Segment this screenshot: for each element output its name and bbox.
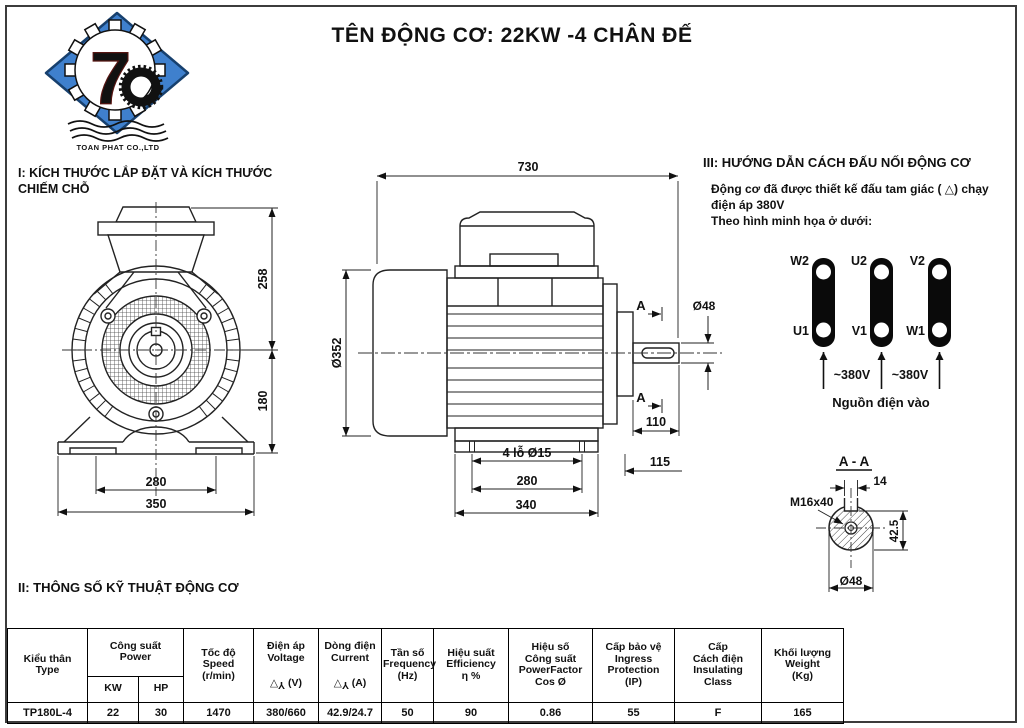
side-view-dimensions: [342, 172, 714, 517]
cut-label-a-top: A: [636, 298, 646, 313]
section3-heading: III: HƯỚNG DẪN CÁCH ĐẤU NỐI ĐỘNG CƠ: [703, 155, 971, 170]
col-header-ip: Cấp bảo vệ Ingress Protection (IP): [592, 628, 675, 703]
dim-258: 258: [256, 269, 270, 290]
cell-efficiency: 90: [433, 701, 509, 724]
wye-symbol: Y: [341, 678, 349, 691]
col-subheader-kw: KW: [87, 675, 139, 703]
dim-115: 115: [650, 455, 670, 469]
section1-heading: I: KÍCH THƯỚC LẮP ĐẶT VÀ KÍCH THƯỚC CHIẾ…: [18, 166, 273, 197]
cell-ip: 55: [592, 701, 675, 724]
current-header-lines: Dòng điện Current: [324, 639, 376, 664]
cell-frequency: 50: [381, 701, 434, 724]
shaft-section: [816, 488, 886, 568]
logo-company-text: TOAN PHAT CO.,LTD: [76, 143, 159, 152]
spec-table: Kiểu thân Type Công suất Power Tốc độ Sp…: [7, 628, 844, 724]
dim-key-depth: 42.5: [889, 519, 901, 542]
cell-hp: 30: [138, 701, 184, 724]
cell-powerfactor: 0.86: [508, 701, 593, 724]
feet: [454, 427, 599, 453]
delta-symbol: △: [269, 677, 279, 689]
voltage-header-lines: Điện áp Voltage: [267, 639, 305, 664]
voltage-label-left: ~380V: [834, 368, 871, 382]
end-shield: [602, 283, 634, 425]
cell-speed: 1470: [183, 701, 254, 724]
col-header-type: Kiểu thân Type: [7, 628, 88, 703]
current-unit: (A): [351, 677, 367, 689]
terminal-u1: U1: [793, 324, 809, 338]
dim-280-front: 280: [146, 475, 167, 489]
section-aa-detail: A - A 14 M16x40 42.5 Ø48: [790, 454, 908, 592]
dim-350: 350: [146, 497, 167, 511]
col-header-weight: Khối lượng Weight (Kg): [761, 628, 844, 703]
col-header-insulation: Cấp Cách điện Insulating Class: [674, 628, 762, 703]
cell-weight: 165: [761, 701, 844, 724]
body-fins: [447, 313, 603, 417]
wiring-diagram: W2 U2 V2 U1 V1 W1 ~380V ~380V Nguồn điện…: [790, 254, 951, 410]
dim-key-width: 14: [873, 474, 887, 488]
terminal-v1: V1: [852, 324, 867, 338]
cell-insulation: F: [674, 701, 762, 724]
col-subheader-hp: HP: [138, 675, 184, 703]
side-view-drawing: 730 Ø352 Ø48 A A 110 115 4 lỗ Ø15 280 34…: [330, 160, 722, 517]
dim-110: 110: [646, 415, 666, 429]
wye-symbol: Y: [278, 678, 286, 691]
section3-body: Động cơ đã được thiết kế đấu tam giác ( …: [711, 182, 989, 229]
cooling-fins: [72, 283, 240, 417]
logo-gear: 7 TOAN PHAT CO.,LTD: [64, 19, 169, 152]
dim-340: 340: [516, 498, 537, 512]
terminal-v2: V2: [910, 254, 925, 268]
spec-table-container: Kiểu thân Type Công suất Power Tốc độ Sp…: [7, 628, 844, 724]
company-logo: 7 TOAN PHAT CO.,LTD: [44, 11, 190, 152]
delta-symbol: △: [333, 677, 342, 689]
section-aa-title: A - A: [839, 454, 870, 469]
page-title: TÊN ĐỘNG CƠ: 22KW -4 CHÂN ĐẾ: [331, 24, 693, 47]
supply-arrows: [819, 352, 944, 389]
terminal-w2: W2: [790, 254, 809, 268]
table-row: TP180L-4 22 30 1470 380/660 42.9/24.7 50…: [7, 701, 844, 724]
dim-730: 730: [518, 160, 539, 174]
front-view-centerlines: [62, 202, 252, 496]
front-view-drawing: 258 180 280 350: [57, 202, 278, 516]
dim-180: 180: [256, 391, 270, 412]
col-header-frequency: Tần số Frequency (Hz): [381, 628, 436, 703]
logo-waves: [67, 120, 169, 142]
cell-kw: 22: [87, 701, 139, 724]
delta-wye-current: △Y (A): [320, 677, 380, 691]
section2-heading: II: THÔNG SỐ KỸ THUẬT ĐỘNG CƠ: [18, 580, 239, 595]
voltage-unit: (V): [288, 677, 302, 689]
cell-current: 42.9/24.7: [318, 701, 382, 724]
col-header-efficiency: Hiệu suất Efficiency η %: [433, 628, 509, 703]
col-header-powerfactor: Hiệu số Công suất PowerFactor Cos Ø: [508, 628, 593, 703]
terminal-w1: W1: [906, 324, 925, 338]
dim-352: Ø352: [330, 338, 344, 369]
delta-wye-voltage: △Y (V): [255, 677, 317, 691]
cell-voltage: 380/660: [253, 701, 319, 724]
aa-dimensions: [817, 480, 908, 592]
dim-holes-note: 4 lỗ Ø15: [503, 445, 552, 460]
col-header-speed: Tốc độ Speed (r/min): [183, 628, 254, 703]
cut-label-a-bottom: A: [636, 390, 646, 405]
thread-label: M16x40: [790, 495, 834, 509]
dim-48-shaft: Ø48: [693, 299, 716, 313]
dim-280-side: 280: [517, 474, 538, 488]
cell-type: TP180L-4: [7, 701, 88, 724]
col-header-power: Công suất Power: [87, 628, 184, 677]
logo-ring-icon: [118, 64, 164, 110]
terminal-bars: [812, 258, 951, 347]
voltage-label-right: ~380V: [892, 368, 929, 382]
col-header-voltage: Điện áp Voltage △Y (V): [253, 628, 319, 703]
col-header-current: Dòng điện Current △Y (A): [318, 628, 382, 703]
dim-48-section: Ø48: [840, 574, 863, 588]
front-view-dimensions: [57, 207, 278, 516]
power-source-label: Nguồn điện vào: [832, 395, 930, 410]
terminal-box: [454, 211, 599, 279]
side-view-body: [372, 211, 680, 453]
terminal-u2: U2: [851, 254, 867, 268]
